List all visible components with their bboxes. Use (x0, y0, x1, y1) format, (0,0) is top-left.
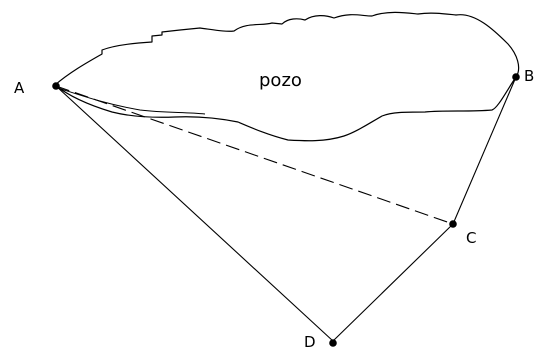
segment-c-b (452, 76, 517, 225)
point-c-label: C (466, 229, 476, 247)
dashed-line-a-c (55, 85, 454, 225)
point-d-dot (329, 339, 337, 347)
point-b-label: B (524, 67, 534, 85)
segment-a-d (55, 85, 334, 342)
point-c-dot (449, 220, 457, 228)
point-d-label: D (304, 333, 316, 351)
region-label: pozo (259, 70, 302, 91)
point-a-dot (52, 82, 60, 90)
segment-d-c (332, 223, 454, 342)
point-b-dot (512, 73, 520, 81)
pozo-outline (54, 11, 520, 142)
point-a-label: A (14, 79, 25, 97)
pozo-inner-line (57, 87, 206, 115)
